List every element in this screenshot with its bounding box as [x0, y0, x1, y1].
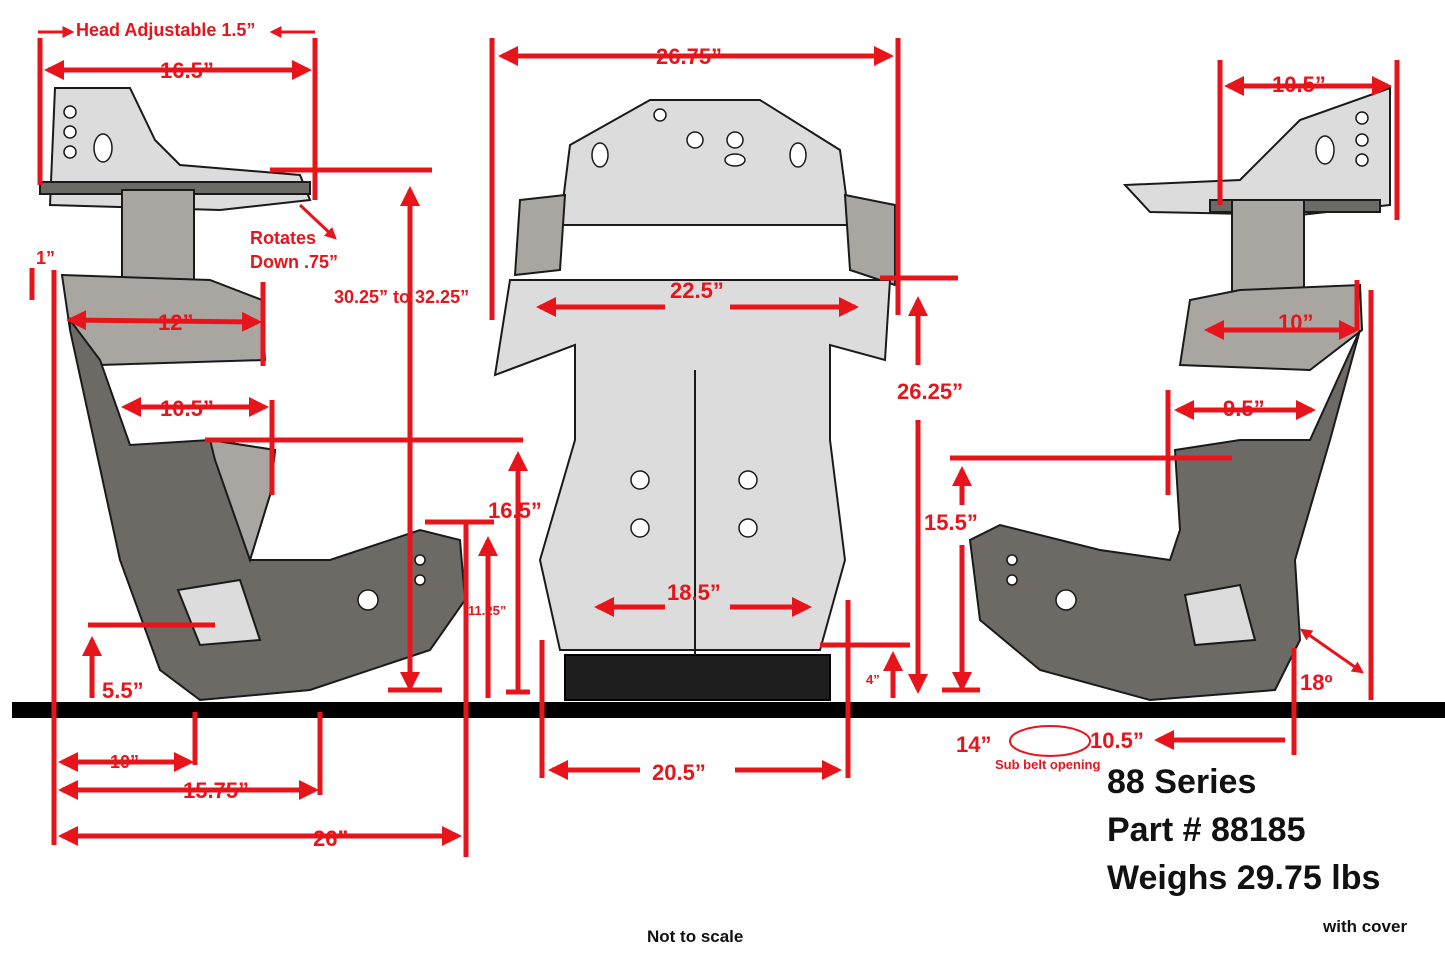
left-head-width-label: 16.5”: [160, 58, 214, 83]
ground-line: [12, 702, 1445, 718]
hip-width-label: 18.5”: [667, 580, 721, 605]
left-seat-drawing: [39, 87, 467, 702]
part-number-label: Part # 88185: [1107, 811, 1306, 849]
side-height-front-label: 26.25”: [897, 379, 963, 404]
sub-belt-label: Sub belt opening: [995, 757, 1100, 772]
front-height-label: 5.5”: [102, 678, 144, 703]
height-range-label: 30.25” to 32.25”: [334, 287, 469, 307]
shoulder-width-label: 22.5”: [670, 278, 724, 303]
right-hip-label: 9.5”: [1223, 396, 1265, 421]
head-adjustable-label: Head Adjustable 1.5”: [76, 20, 255, 40]
left-view-dimensions: Head Adjustable 1.5” 16.5” Rotates Down …: [29, 20, 542, 857]
left-thigh-height-label: 16.5”: [488, 498, 542, 523]
right-shoulder-label: 10”: [1278, 310, 1313, 335]
front-seat-drawing: [493, 99, 896, 701]
right-seat-drawing: [968, 86, 1391, 702]
depth-1575-label: 15.75”: [183, 778, 249, 803]
front-view-dimensions: 26.75” 22.5” 18.5” 20.5” 26.25” 4”: [489, 38, 963, 785]
cover-note-label: with cover: [1323, 917, 1408, 936]
right-head-width-label: 10.5”: [1272, 72, 1326, 97]
right-thigh-height-label: 15.5”: [924, 510, 978, 535]
left-shoulder-label: 12”: [158, 310, 193, 335]
depth-10-label: 10”: [110, 752, 139, 772]
series-label: 88 Series: [1107, 763, 1257, 801]
belt-105-label: 10.5”: [1090, 728, 1144, 753]
not-to-scale-label: Not to scale: [647, 927, 744, 946]
belt-14-label: 14”: [956, 732, 991, 757]
right-view-dimensions: 10.5” 10” 9.5” 15.5” 18º 14” 10.5” Sub b…: [924, 60, 1400, 772]
left-hip-label: 10.5”: [160, 396, 214, 421]
depth-26-label: 26”: [313, 826, 348, 851]
rotates-label-line2: Down .75”: [250, 252, 338, 272]
base-width-label: 20.5”: [652, 760, 706, 785]
angle-label: 18º: [1300, 670, 1333, 695]
rotates-label-line1: Rotates: [250, 228, 316, 248]
offset-label: 1”: [36, 248, 55, 268]
top-width-label: 26.75”: [656, 44, 722, 69]
base-height-label: 4”: [866, 672, 880, 687]
side-height-label: 11.25”: [468, 603, 506, 618]
weight-label: Weighs 29.75 lbs: [1107, 859, 1381, 897]
